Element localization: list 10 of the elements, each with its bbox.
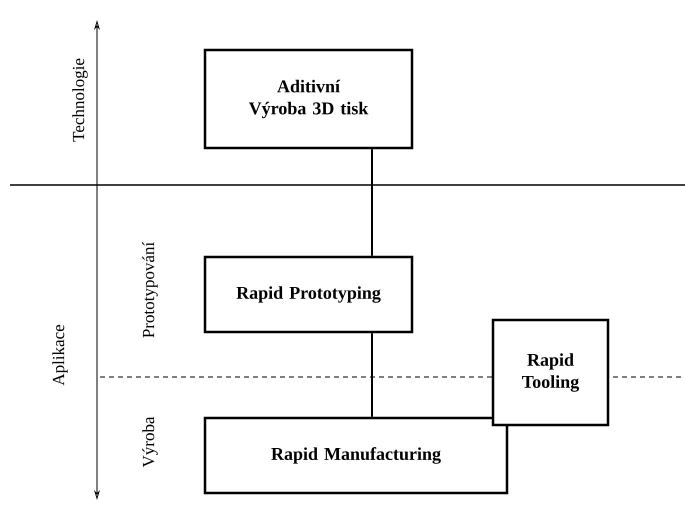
- connector-line: [371, 149, 373, 256]
- process-box: Rapid Prototyping: [204, 256, 414, 334]
- process-box: Aditivní Výroba 3D tisk: [204, 48, 414, 150]
- axis-label: Technologie: [72, 58, 88, 142]
- process-box: Rapid Manufacturing: [204, 416, 508, 494]
- axis-label: Aplikace: [52, 324, 68, 386]
- process-box: Rapid Tooling: [492, 318, 610, 426]
- axis-label: Výroba: [142, 416, 158, 468]
- axis-label: Prototypování: [142, 242, 158, 338]
- connector-line: [371, 333, 373, 417]
